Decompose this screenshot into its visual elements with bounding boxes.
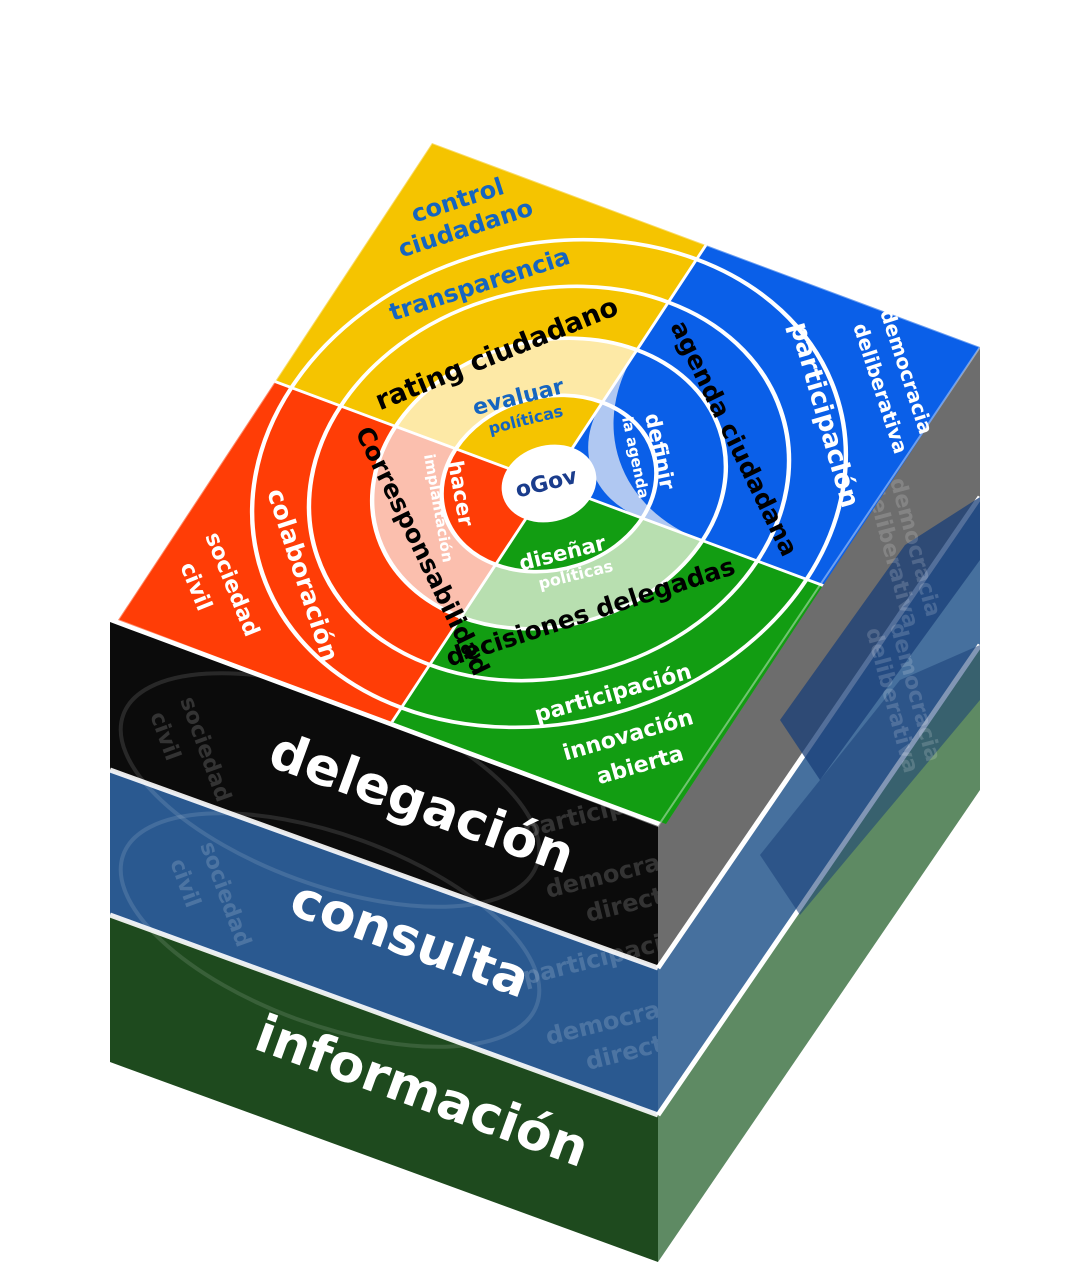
ring-bottom-light — [461, 518, 703, 629]
ring-left-light — [372, 426, 496, 618]
layer-consulta-left — [110, 770, 658, 1115]
cube-right-face: democracia deliberativa democracia delib… — [655, 347, 983, 1262]
layer-delegacion-right — [658, 347, 980, 968]
layer-delegacion-left — [110, 622, 658, 968]
quadrant-right-bg — [549, 245, 981, 586]
cube-left-face: sociedad civil sociedad civil participac… — [109, 622, 701, 1262]
ring-top-light — [395, 338, 637, 449]
layer-informacion-right — [658, 645, 980, 1262]
cube-top-face — [118, 143, 981, 824]
center-disc — [501, 444, 597, 523]
layer-informacion-left — [110, 915, 658, 1262]
ring-right-light — [588, 349, 703, 541]
